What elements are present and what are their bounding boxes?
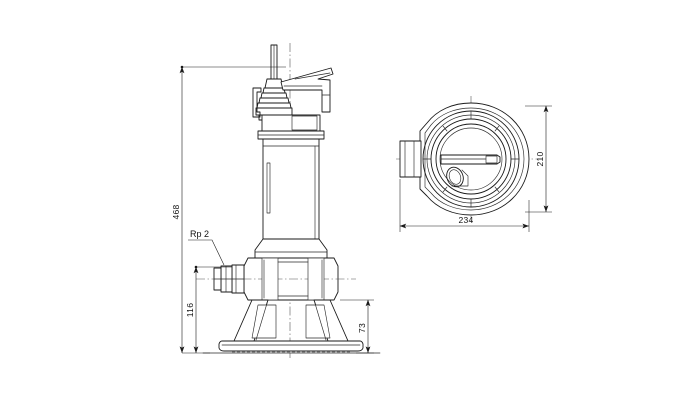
- motor-upper-flange: [257, 130, 325, 140]
- motor-top-circle: [435, 123, 507, 195]
- dimension-plan-height: 210: [525, 105, 552, 213]
- discharge-outlet-flange: [213, 264, 245, 294]
- cable-gland-plan: [446, 166, 469, 188]
- pump-body-inner-edge: [424, 107, 525, 211]
- dimension-label-plan-width: 234: [458, 215, 473, 225]
- motor-to-volute-transition: [254, 238, 328, 259]
- front-elevation-view: 468 116 73 Rp 2: [171, 43, 381, 358]
- callout-label-discharge-thread: Rp 2: [190, 229, 209, 239]
- motor-stator-housing: [262, 138, 320, 240]
- dimension-inlet-height: 116: [185, 265, 232, 354]
- cable-guard-bracket: [252, 87, 262, 118]
- discharge-port-flange-plan: [399, 140, 422, 178]
- top-plan-view: 210 234: [396, 96, 552, 232]
- base-foot-plate: [202, 340, 381, 354]
- dimension-label-overall-height: 468: [171, 204, 181, 219]
- dimension-label-plan-height: 210: [535, 151, 545, 166]
- lifting-handle-plan: [440, 154, 501, 165]
- callout-discharge-thread: Rp 2: [188, 229, 225, 266]
- support-stand-legs: [233, 299, 349, 342]
- lifting-handle: [280, 67, 334, 113]
- dimension-label-base-height: 73: [357, 323, 367, 333]
- dimension-base-height: 73: [340, 299, 374, 354]
- cooling-jacket-ring: [422, 110, 520, 208]
- motor-top-cover: [261, 114, 321, 132]
- dimension-label-inlet-height: 116: [185, 303, 195, 317]
- dimension-plan-width: 234: [399, 179, 530, 232]
